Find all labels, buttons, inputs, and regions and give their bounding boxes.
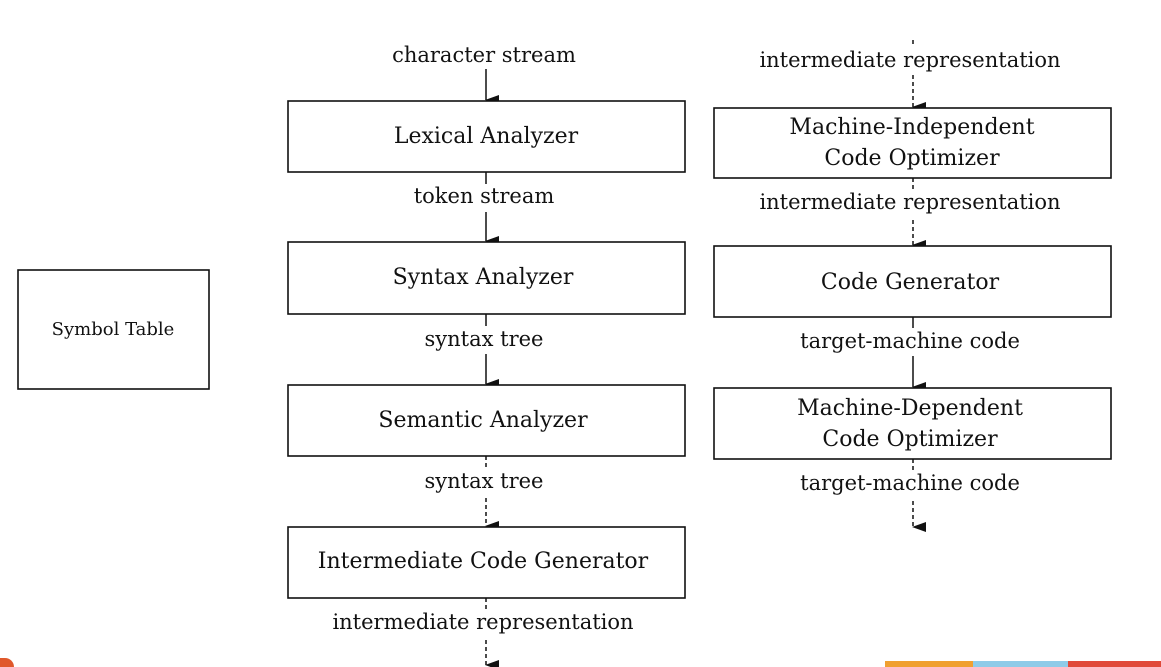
machine-dependent-optimizer-label-2: Code Optimizer: [822, 427, 998, 452]
back-end-column: intermediate representation Machine-Inde…: [713, 40, 1112, 532]
machine-independent-optimizer-box: [713, 107, 1112, 179]
lexical-analyzer-box: [287, 100, 686, 173]
lexical-analyzer-label: Lexical Analyzer: [394, 124, 579, 149]
syntax-analyzer-box: [287, 241, 686, 315]
machine-dependent-optimizer-label-1: Machine-Dependent: [797, 396, 1023, 421]
semantic-analyzer-label: Semantic Analyzer: [378, 408, 588, 433]
footer-bar-orange: [885, 661, 973, 667]
edge-label-bg: [780, 328, 1044, 356]
front-end-column: character stream Lexical Analyzer token …: [287, 43, 686, 667]
edge-label-target-machine-code-1: target-machine code: [800, 329, 1020, 353]
edge-label-character-stream: character stream: [392, 43, 576, 67]
edge-label-bg: [735, 47, 1091, 75]
code-generator-box: [713, 245, 1112, 318]
symbol-table-label: Symbol Table: [52, 319, 175, 340]
edge-label-bg: [410, 468, 560, 496]
footer-bar-blue: [973, 661, 1068, 667]
syntax-analyzer-label: Syntax Analyzer: [393, 265, 574, 290]
edge-label-syntax-tree-2: syntax tree: [425, 469, 544, 493]
code-generator-label: Code Generator: [821, 270, 1000, 295]
machine-independent-optimizer-label-1: Machine-Independent: [789, 115, 1034, 140]
machine-independent-optimizer-label-2: Code Optimizer: [824, 146, 1000, 171]
edge-label-bg: [305, 609, 663, 637]
edge-label-syntax-tree-1: syntax tree: [425, 327, 544, 351]
edge-label-bg: [395, 184, 577, 212]
edge-label-bg: [410, 326, 560, 354]
edge-label-bg: [780, 470, 1044, 498]
intermediate-code-generator-label: Intermediate Code Generator: [318, 549, 649, 574]
edge-label-token-stream: token stream: [414, 184, 555, 208]
symbol-table-box: [17, 269, 210, 390]
edge-label-front-end-output: intermediate representation: [332, 610, 633, 634]
edge-label-bg: [735, 189, 1091, 217]
intermediate-code-generator-box: [287, 526, 686, 599]
edge-label-back-end-input: intermediate representation: [759, 48, 1060, 72]
footer-bar-red: [1068, 661, 1161, 667]
symbol-table: Symbol Table: [17, 269, 210, 390]
edge-label-intermediate-representation: intermediate representation: [759, 190, 1060, 214]
footer-accent-swoosh: [0, 658, 14, 667]
edge-label-target-machine-code-2: target-machine code: [800, 471, 1020, 495]
